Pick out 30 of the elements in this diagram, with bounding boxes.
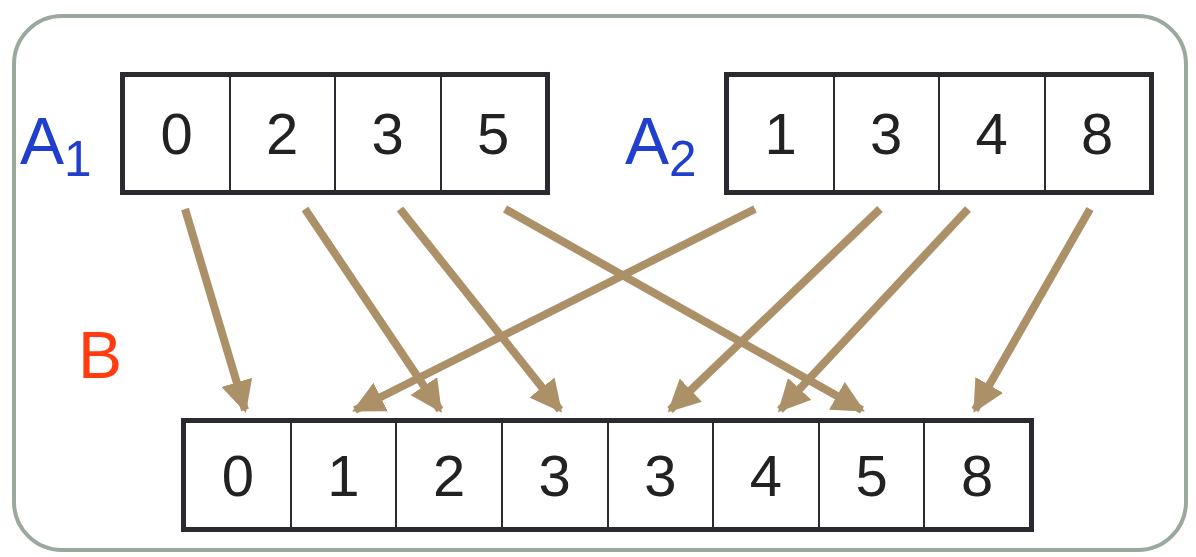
array-cell: 1 <box>289 423 396 527</box>
arrow <box>396 206 564 413</box>
array-cell: 1 <box>729 77 833 190</box>
arrow <box>777 206 971 413</box>
array-box <box>724 72 1154 195</box>
arrow <box>301 206 444 413</box>
array-cell: 0 <box>186 423 290 527</box>
array-cell: 2 <box>395 423 501 527</box>
array-cell: 3 <box>500 423 607 527</box>
array-cell: 5 <box>817 423 924 527</box>
array-label: A$_{1}$ <box>20 108 92 174</box>
array-cell: 3 <box>334 77 440 190</box>
array-cell: 5 <box>439 77 545 190</box>
arrow <box>181 207 253 414</box>
array-cell: 4 <box>712 423 818 527</box>
arrow <box>503 205 865 414</box>
array-label: A$_{2}$ <box>625 108 697 174</box>
arrow <box>352 205 757 414</box>
array-cell: 8 <box>923 423 1029 527</box>
array-cell: 8 <box>1043 77 1149 190</box>
array-cell: 2 <box>228 77 334 190</box>
array-cell: 4 <box>938 77 1044 190</box>
array-label: B <box>78 322 123 388</box>
arrow <box>667 206 883 413</box>
array-box <box>120 72 550 195</box>
array-cell: 0 <box>125 77 229 190</box>
array-cell: 3 <box>832 77 938 190</box>
array-box <box>181 418 1034 532</box>
array-cell: 3 <box>606 423 713 527</box>
arrow <box>971 207 1094 413</box>
